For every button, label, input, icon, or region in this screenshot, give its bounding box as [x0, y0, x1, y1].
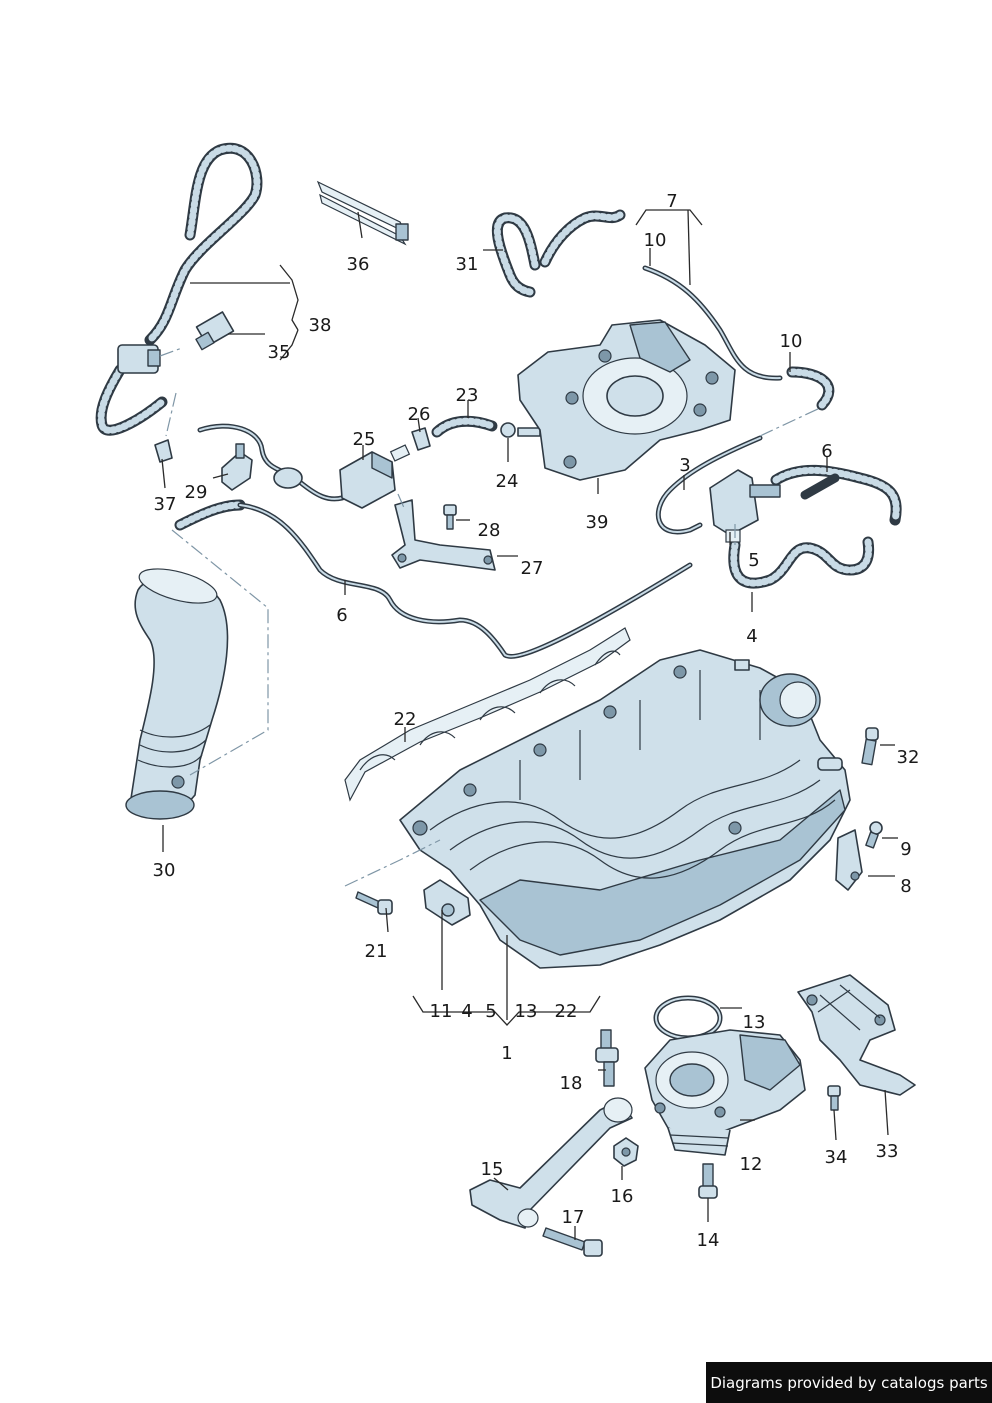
- group-label-13: 13: [515, 1001, 538, 1022]
- callout-30: 30: [153, 860, 176, 881]
- bolt-28-icon: [443, 504, 457, 530]
- clip-37-icon: [154, 439, 173, 463]
- o-ring-13-icon: [653, 995, 723, 1041]
- cover-39-icon: [517, 319, 736, 481]
- bracket-33-icon: [797, 974, 916, 1096]
- callout-13: 13: [743, 1012, 766, 1033]
- callout-18: 18: [560, 1073, 583, 1094]
- callout-16: 16: [611, 1186, 634, 1207]
- sensor-35-icon: [195, 311, 235, 351]
- callout-39: 39: [586, 512, 609, 533]
- manifold-1-icon: [399, 649, 851, 969]
- callout-29: 29: [185, 482, 208, 503]
- valve-25-icon: [339, 444, 411, 509]
- callout-1: 1: [501, 1043, 512, 1064]
- callout-17: 17: [562, 1207, 585, 1228]
- sensor-8-icon: [835, 829, 863, 891]
- bolt-32-icon: [861, 727, 879, 766]
- callout-8: 8: [900, 876, 911, 897]
- bolt-34-icon: [827, 1085, 841, 1111]
- callout-25: 25: [353, 429, 376, 450]
- footer-text: Diagrams provided by catalogs parts: [710, 1373, 988, 1392]
- clip-26-icon: [411, 427, 431, 451]
- gasket-22-icon: [344, 627, 631, 802]
- callout-38: 38: [309, 315, 332, 336]
- clip-24-icon: [500, 422, 541, 438]
- sensor-29-icon: [221, 443, 253, 491]
- callout-35: 35: [268, 342, 291, 363]
- callout-28: 28: [478, 520, 501, 541]
- callout-4a: 4: [746, 626, 757, 647]
- air-duct-30-icon: [125, 568, 229, 820]
- callout-37: 37: [154, 494, 177, 515]
- callout-14: 14: [697, 1230, 720, 1251]
- callout-27: 27: [521, 558, 544, 579]
- callout-23: 23: [456, 385, 479, 406]
- group-label-11: 11: [430, 1001, 453, 1022]
- valve-left-icon: [117, 344, 161, 374]
- callout-10a: 10: [644, 230, 667, 251]
- bracket-27-icon: [391, 499, 496, 571]
- callout-22: 22: [394, 709, 417, 730]
- callout-33: 33: [876, 1141, 899, 1162]
- callout-7: 7: [666, 191, 677, 212]
- callout-6b: 6: [336, 605, 347, 626]
- hose-icon: [95, 142, 902, 659]
- bolt-14-icon: [698, 1163, 718, 1199]
- callout-9: 9: [900, 839, 911, 860]
- callout-24: 24: [496, 471, 519, 492]
- callout-21: 21: [365, 941, 388, 962]
- callout-32: 32: [897, 747, 920, 768]
- bolt-9-icon: [865, 821, 883, 849]
- group-label-4: 4: [461, 1001, 472, 1022]
- callout-36: 36: [347, 254, 370, 275]
- bolt-21-icon: [355, 891, 393, 915]
- stud-18-icon: [595, 1029, 619, 1087]
- callout-6a: 6: [821, 441, 832, 462]
- callout-26: 26: [408, 404, 431, 425]
- leader-lines: [161, 209, 898, 1240]
- filter-icon: [273, 467, 303, 489]
- callout-34: 34: [825, 1147, 848, 1168]
- callout-12: 12: [740, 1154, 763, 1175]
- callout-labels: 36 31 7 10 10 38 35 23 26 25 24 3 6 37 2…: [153, 191, 920, 1251]
- callout-5a: 5: [748, 550, 759, 571]
- valve-5-icon: [709, 469, 781, 543]
- callout-15: 15: [481, 1159, 504, 1180]
- bolt-17-icon: [542, 1227, 603, 1257]
- footer-credit: Diagrams provided by catalogs parts: [706, 1362, 992, 1403]
- callout-31: 31: [456, 254, 479, 275]
- strip-36-icon: [316, 180, 409, 246]
- sensor-11-icon: [423, 879, 471, 926]
- callout-10b: 10: [780, 331, 803, 352]
- dashed-lines: [159, 347, 821, 887]
- bracket-15-icon: [469, 1097, 633, 1229]
- group-label-22: 22: [555, 1001, 578, 1022]
- callout-3: 3: [679, 455, 690, 476]
- throttle-body-12-icon: [644, 1029, 806, 1156]
- nut-16-icon: [613, 1137, 639, 1167]
- group-label-5: 5: [485, 1001, 496, 1022]
